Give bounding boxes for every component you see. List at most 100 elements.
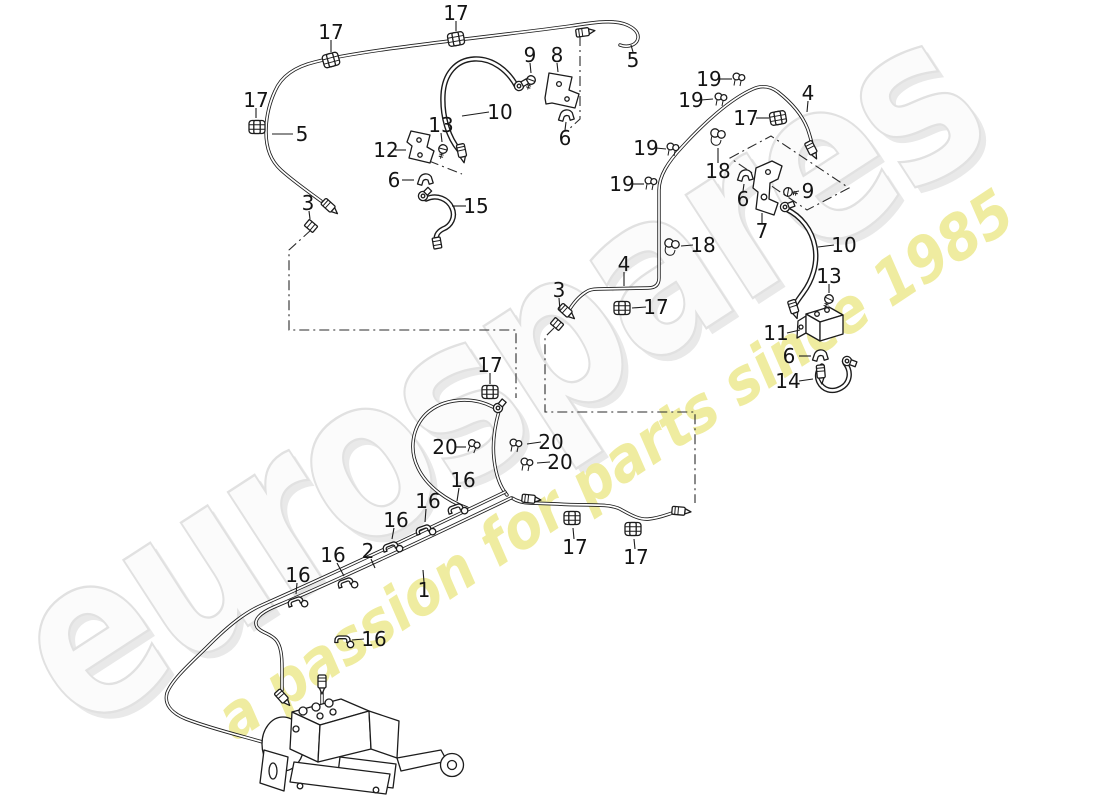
part-grommet [624, 521, 642, 537]
tube-loop-inner [412, 399, 494, 509]
part-grommet [248, 119, 266, 135]
callout-17: 17 [443, 1, 468, 25]
hose-15-inner [424, 195, 455, 244]
callout-leader-17 [631, 306, 647, 309]
callout-18: 18 [705, 159, 730, 183]
callout-leader-20 [536, 461, 551, 464]
callout-20: 20 [538, 430, 563, 454]
bracket-8 [544, 72, 580, 109]
part-nut [303, 218, 319, 234]
construction-lines [288, 36, 851, 503]
callout-17: 17 [643, 295, 668, 319]
callout-16: 16 [415, 489, 440, 513]
callout-6: 6 [737, 187, 750, 211]
callout-17: 17 [477, 353, 502, 377]
callout-leader-16 [336, 562, 345, 577]
callout-17: 17 [243, 88, 268, 112]
callout-20: 20 [547, 450, 572, 474]
callout-10: 10 [487, 100, 512, 124]
callout-20: 20 [432, 435, 457, 459]
part-union [455, 142, 469, 165]
watermark: eurospares eurospares a passion for part… [0, 0, 1030, 786]
callout-leader-17 [572, 527, 575, 540]
tube-rear-line-5-left-inner [265, 20, 639, 202]
callout-16: 16 [320, 543, 345, 567]
callout-19: 19 [696, 67, 721, 91]
callout-17: 17 [318, 20, 343, 44]
callout-leader-9 [529, 62, 532, 74]
dashdot-bracket12 [428, 160, 463, 175]
callout-9: 9 [802, 179, 815, 203]
callout-leader-6 [564, 121, 567, 131]
callout-leader-9 [793, 190, 800, 193]
callout-leader-3 [308, 210, 311, 220]
abs-hydraulic-unit [259, 698, 465, 795]
tube-main-2-inner [165, 491, 506, 744]
callout-2: 2 [362, 539, 375, 563]
callout-7: 7 [756, 219, 769, 243]
callout-leader-19 [700, 98, 714, 101]
part-grommet [320, 51, 342, 69]
callout-11: 11 [763, 321, 788, 345]
callout-16: 16 [383, 508, 408, 532]
callout-leader-4 [806, 100, 809, 113]
dashdot-bracket7-frame [728, 135, 851, 211]
callout-16: 16 [361, 627, 386, 651]
callout-leader-11 [786, 329, 801, 334]
callout-4: 4 [802, 81, 815, 105]
callout-leader-1 [422, 569, 425, 583]
callout-leader-19 [655, 147, 667, 150]
callout-leader-20 [526, 441, 542, 445]
callout-10: 10 [831, 233, 856, 257]
callout-17: 17 [733, 106, 758, 130]
part-union [319, 197, 341, 218]
callout-19: 19 [633, 136, 658, 160]
part-screw [435, 143, 449, 161]
callout-5: 5 [296, 122, 309, 146]
callout-13: 13 [816, 264, 841, 288]
callout-19: 19 [609, 172, 634, 196]
part-union [671, 505, 692, 517]
callout-leader-16 [424, 508, 427, 523]
callout-leader-10 [461, 111, 490, 117]
callout-leader-16 [295, 582, 298, 595]
callout-leader-16 [351, 638, 365, 641]
callout-16: 16 [285, 563, 310, 587]
dashdot-center-box [544, 327, 696, 503]
callout-8: 8 [551, 43, 564, 67]
callout-6: 6 [559, 126, 572, 150]
parts-layer [259, 72, 844, 795]
callout-leader-18 [680, 244, 694, 247]
callout-leader-16 [456, 487, 460, 502]
callout-9: 9 [524, 43, 537, 67]
part-grommet [613, 300, 631, 316]
callout-12: 12 [373, 138, 398, 162]
callout-leader-13 [440, 132, 443, 143]
part-cclip [416, 173, 434, 186]
part-union [574, 25, 597, 38]
callout-leader-10 [817, 244, 835, 248]
callout-leader-8 [556, 62, 559, 73]
callout-17: 17 [623, 545, 648, 569]
callout-5: 5 [627, 48, 640, 72]
part-grommet [481, 384, 499, 400]
callout-leader-17 [633, 538, 636, 550]
dashdot-left-box [288, 229, 517, 398]
tube-main-1-inner [255, 497, 512, 691]
dashdot-bracket8 [567, 36, 581, 131]
callout-6: 6 [783, 344, 796, 368]
callout-13: 13 [428, 113, 453, 137]
callout-leader-5 [630, 44, 634, 53]
callout-14: 14 [775, 369, 800, 393]
callout-4: 4 [618, 252, 631, 276]
callout-3: 3 [302, 191, 315, 215]
part-grommet [563, 510, 581, 526]
callout-18: 18 [690, 233, 715, 257]
callout-1: 1 [418, 578, 431, 602]
part-grommet [768, 109, 788, 127]
hose-10-top-inner [441, 57, 519, 152]
callout-17: 17 [562, 535, 587, 559]
